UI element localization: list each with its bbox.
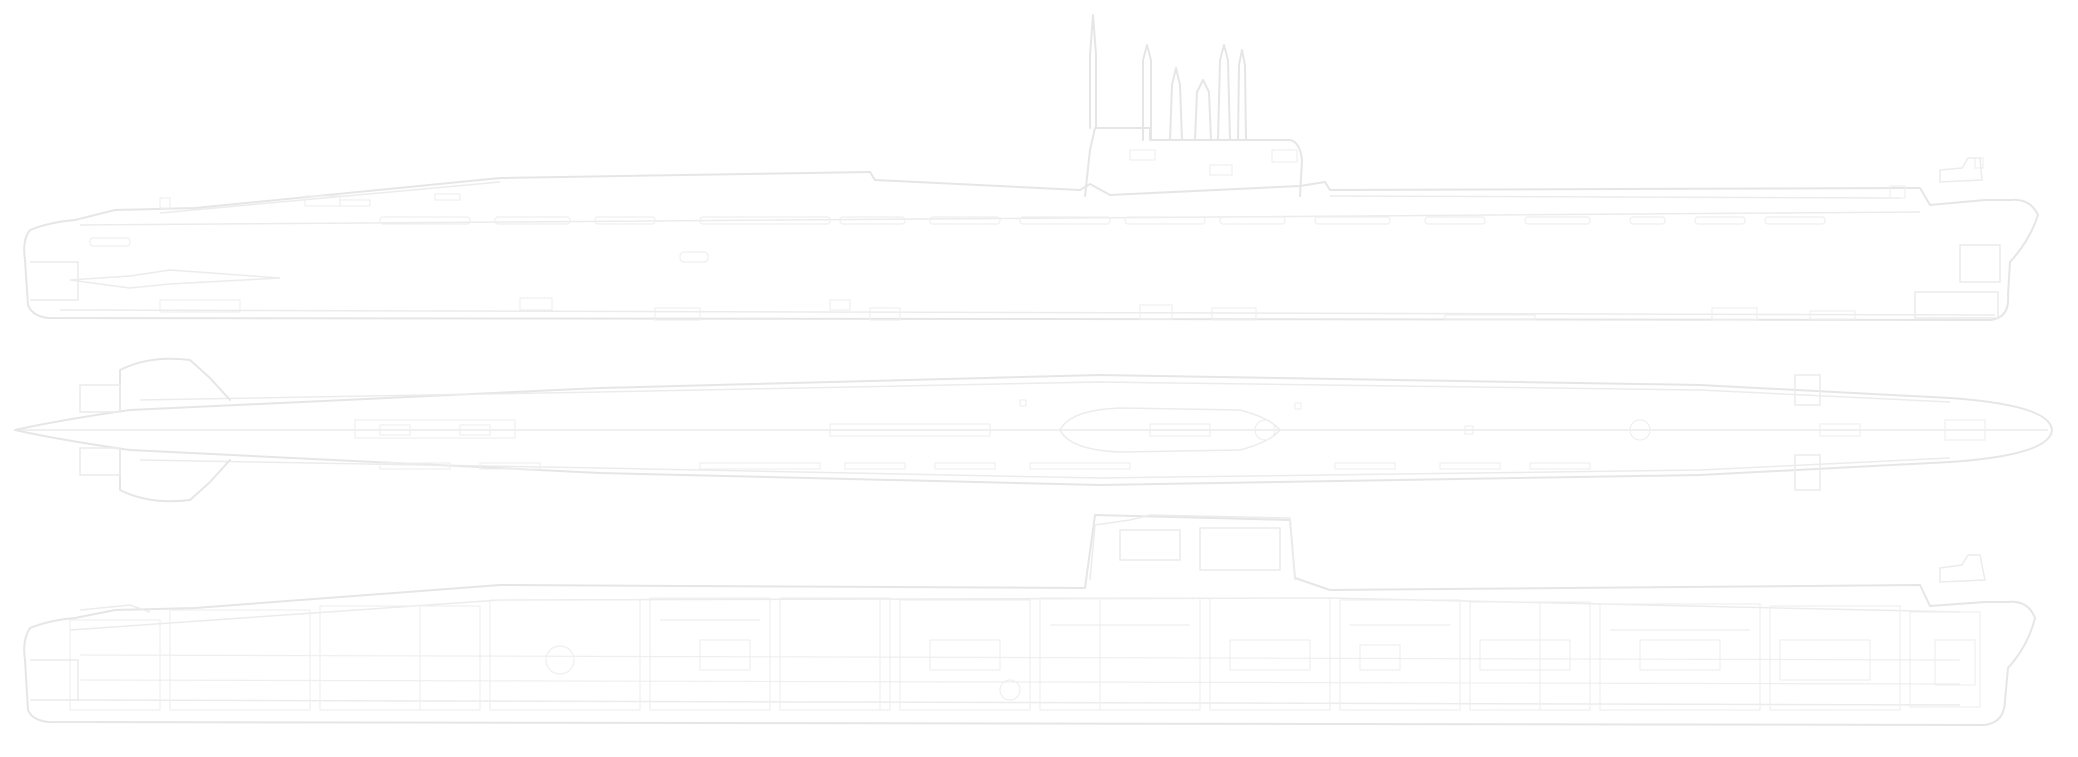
plan-sail: [1059, 407, 1281, 453]
side-periscope-1: [1089, 14, 1097, 129]
plan-stern-fin-upper: [79, 384, 121, 413]
cutaway-bow-fitting: [1939, 554, 1986, 583]
cutaway-profile-view: [23, 514, 2036, 726]
side-mast-6: [1237, 49, 1247, 141]
side-bow-tube-area: [1914, 291, 1999, 319]
plan-details: [354, 399, 1986, 470]
side-deck-fittings: [159, 149, 1984, 209]
side-bow-dome: [1959, 244, 2001, 283]
plan-view: [14, 357, 2053, 503]
cutaway-compartments: [69, 597, 1981, 711]
side-profile-view: [23, 14, 2039, 321]
side-rudder: [30, 261, 79, 301]
cutaway-deck-levels: [79, 600, 1961, 710]
cutaway-sail: [1089, 514, 1296, 581]
plan-stern-fin-lower: [79, 447, 121, 476]
plan-bow-plane-upper: [1794, 374, 1821, 406]
side-sail: [1084, 127, 1303, 197]
side-hull-outline: [23, 171, 2039, 321]
side-limber-holes: [89, 216, 1826, 263]
side-mast-3: [1169, 67, 1183, 141]
plan-bow-plane-lower: [1794, 454, 1821, 491]
side-keel-line: [59, 309, 1996, 316]
side-stern-plane: [69, 269, 281, 289]
cutaway-machinery: [545, 639, 1976, 701]
side-bow-fitting: [1939, 157, 1983, 183]
side-lower-openings: [159, 297, 1856, 321]
plan-hull-outline: [14, 374, 2053, 486]
plan-outer-casing: [139, 381, 1951, 479]
side-mast-4: [1194, 79, 1212, 141]
side-mast-5: [1217, 44, 1231, 141]
cutaway-pressure-hull: [69, 597, 1961, 706]
side-periscope-2: [1142, 44, 1152, 141]
plan-stern-plane-upper: [119, 357, 231, 411]
plan-stern-plane-lower: [119, 449, 231, 503]
cutaway-stern-structure: [30, 604, 151, 701]
